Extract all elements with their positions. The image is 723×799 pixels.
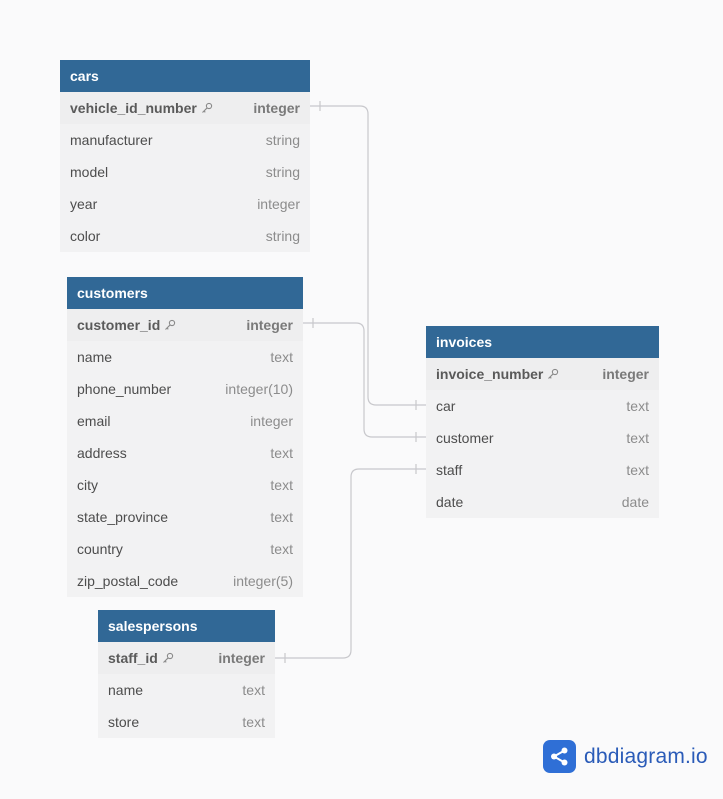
field-type: text bbox=[626, 430, 649, 446]
table-header[interactable]: cars bbox=[60, 60, 310, 92]
field-type: text bbox=[626, 462, 649, 478]
table-salespersons[interactable]: salespersons staff_id integer name text … bbox=[98, 610, 275, 738]
field-row[interactable]: color string bbox=[60, 220, 310, 252]
key-icon bbox=[201, 102, 212, 113]
field-name: staff bbox=[436, 462, 463, 478]
field-name: state_province bbox=[77, 509, 169, 525]
field-name: email bbox=[77, 413, 111, 429]
field-type: integer bbox=[246, 317, 293, 333]
field-type: text bbox=[270, 541, 293, 557]
field-row[interactable]: date date bbox=[426, 486, 659, 518]
field-list: vehicle_id_number integer manufacturer s… bbox=[60, 92, 310, 252]
table-cars[interactable]: cars vehicle_id_number integer manufactu… bbox=[60, 60, 310, 252]
field-name: model bbox=[70, 164, 109, 180]
field-type: text bbox=[270, 509, 293, 525]
key-icon bbox=[548, 368, 559, 379]
field-row[interactable]: state_province text bbox=[67, 501, 303, 533]
key-icon bbox=[165, 319, 176, 330]
field-name: car bbox=[436, 398, 456, 414]
relation-cars-invoices bbox=[310, 105, 426, 406]
field-row[interactable]: year integer bbox=[60, 188, 310, 220]
field-type: integer bbox=[257, 196, 300, 212]
field-list: invoice_number integer car text customer… bbox=[426, 358, 659, 518]
field-type: integer(5) bbox=[233, 573, 293, 589]
share-nodes-icon bbox=[543, 740, 576, 773]
field-name: date bbox=[436, 494, 464, 510]
field-row[interactable]: name text bbox=[67, 341, 303, 373]
field-row[interactable]: customer_id integer bbox=[67, 309, 303, 341]
field-name: store bbox=[108, 714, 140, 730]
field-name: color bbox=[70, 228, 101, 244]
field-name: invoice_number bbox=[436, 366, 544, 382]
field-row[interactable]: city text bbox=[67, 469, 303, 501]
field-name: zip_postal_code bbox=[77, 573, 179, 589]
field-type: text bbox=[626, 398, 649, 414]
field-row[interactable]: manufacturer string bbox=[60, 124, 310, 156]
field-row[interactable]: address text bbox=[67, 437, 303, 469]
field-name: staff_id bbox=[108, 650, 158, 666]
field-row[interactable]: name text bbox=[98, 674, 275, 706]
field-row[interactable]: car text bbox=[426, 390, 659, 422]
field-row[interactable]: phone_number integer(10) bbox=[67, 373, 303, 405]
field-type: integer bbox=[218, 650, 265, 666]
field-type: text bbox=[242, 714, 265, 730]
brand-logo[interactable]: dbdiagram.io bbox=[543, 740, 708, 773]
table-header[interactable]: customers bbox=[67, 277, 303, 309]
field-name: phone_number bbox=[77, 381, 172, 397]
field-row[interactable]: country text bbox=[67, 533, 303, 565]
field-name: country bbox=[77, 541, 123, 557]
table-header[interactable]: invoices bbox=[426, 326, 659, 358]
field-type: date bbox=[621, 494, 649, 510]
field-row[interactable]: email integer bbox=[67, 405, 303, 437]
field-list: staff_id integer name text store text bbox=[98, 642, 275, 738]
field-row[interactable]: staff_id integer bbox=[98, 642, 275, 674]
field-type: text bbox=[270, 349, 293, 365]
field-name: year bbox=[70, 196, 98, 212]
key-icon bbox=[162, 652, 173, 663]
relation-customers-invoices bbox=[303, 322, 426, 438]
field-type: string bbox=[265, 132, 300, 148]
field-type: integer bbox=[250, 413, 293, 429]
field-type: integer(10) bbox=[225, 381, 293, 397]
field-name: address bbox=[77, 445, 127, 461]
field-name: customer_id bbox=[77, 317, 161, 333]
field-name: name bbox=[77, 349, 113, 365]
field-list: customer_id integer name text phone_numb… bbox=[67, 309, 303, 597]
field-row[interactable]: store text bbox=[98, 706, 275, 738]
field-type: string bbox=[265, 228, 300, 244]
field-name: name bbox=[108, 682, 144, 698]
field-row[interactable]: customer text bbox=[426, 422, 659, 454]
field-name: manufacturer bbox=[70, 132, 153, 148]
table-header[interactable]: salespersons bbox=[98, 610, 275, 642]
field-type: text bbox=[270, 445, 293, 461]
field-name: customer bbox=[436, 430, 494, 446]
field-row[interactable]: vehicle_id_number integer bbox=[60, 92, 310, 124]
field-row[interactable]: zip_postal_code integer(5) bbox=[67, 565, 303, 597]
field-name: city bbox=[77, 477, 98, 493]
table-invoices[interactable]: invoices invoice_number integer car text… bbox=[426, 326, 659, 518]
field-type: string bbox=[265, 164, 300, 180]
field-row[interactable]: staff text bbox=[426, 454, 659, 486]
field-type: text bbox=[270, 477, 293, 493]
field-name: vehicle_id_number bbox=[70, 100, 197, 116]
field-row[interactable]: model string bbox=[60, 156, 310, 188]
field-row[interactable]: invoice_number integer bbox=[426, 358, 659, 390]
brand-text: dbdiagram.io bbox=[584, 744, 708, 768]
field-type: integer bbox=[602, 366, 649, 382]
table-customers[interactable]: customers customer_id integer name text … bbox=[67, 277, 303, 597]
field-type: text bbox=[242, 682, 265, 698]
field-type: integer bbox=[253, 100, 300, 116]
